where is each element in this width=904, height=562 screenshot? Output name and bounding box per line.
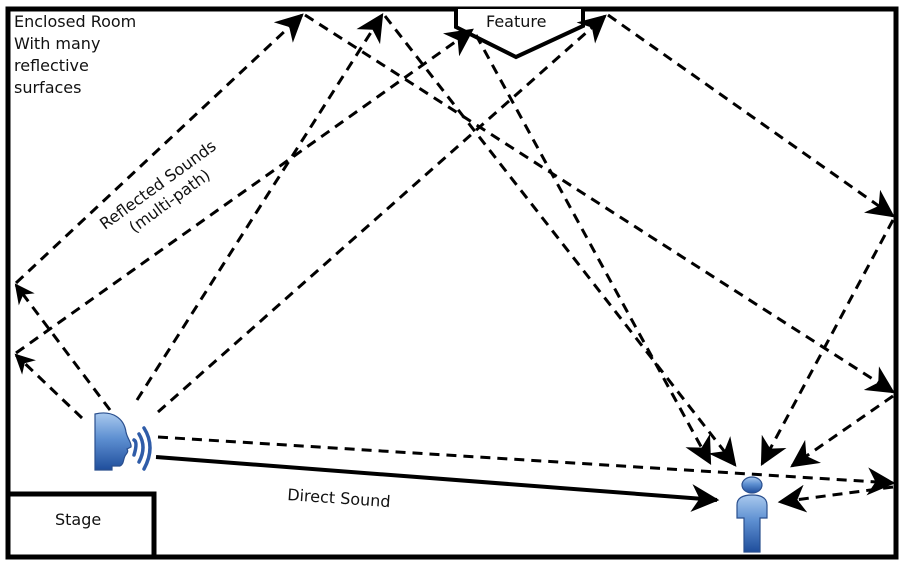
- person-icon: [736, 476, 768, 553]
- path-source-rightwall-bottom: [157, 435, 896, 496]
- room-walls: [5, 6, 899, 560]
- path-topwall2-listener: [383, 15, 737, 467]
- speaking-head-icon: [94, 412, 152, 471]
- path-rightwall-bottom-listener: [777, 484, 894, 513]
- room-label-line-1: Enclosed Room: [14, 12, 137, 31]
- path-topwall3-rightwall-upper: [607, 13, 895, 218]
- direct-sound-path: [155, 455, 720, 512]
- path-source-topwall-3: [157, 14, 607, 414]
- path-rightwall-lower-listener: [790, 394, 894, 468]
- feature-label: Feature: [486, 12, 547, 31]
- room-description-label: Enclosed Room With many reflective surfa…: [14, 11, 184, 99]
- path-source-leftwall-lower: [14, 353, 84, 420]
- path-rightwall-upper-listener: [760, 219, 895, 467]
- room-label-line-2: With many: [14, 34, 101, 53]
- path-source-leftwall-upper: [14, 283, 112, 411]
- stage-shape: [8, 491, 157, 557]
- room-label-line-4: surfaces: [14, 78, 82, 97]
- path-leftwall-feature: [15, 28, 474, 355]
- path-leftwall-topwall-1: [14, 13, 304, 285]
- path-source-topwall-2: [135, 13, 384, 401]
- path-topwall-rightwall-lower: [304, 13, 895, 394]
- room-label-line-3: reflective: [14, 56, 89, 75]
- path-feature-listener: [474, 34, 712, 466]
- stage-label: Stage: [55, 510, 102, 529]
